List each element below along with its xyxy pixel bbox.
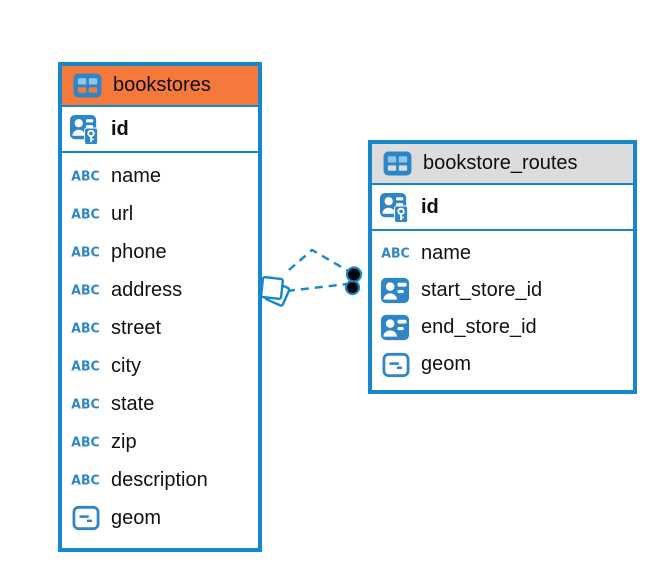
field-label: phone: [111, 240, 167, 263]
field-label: geom: [421, 353, 472, 375]
field-row[interactable]: ABC street: [62, 309, 258, 347]
primary-key-row[interactable]: id: [62, 107, 258, 153]
relationship-line-upper[interactable]: [288, 248, 351, 274]
field-label: zip: [111, 430, 137, 453]
table-header[interactable]: bookstores: [62, 66, 258, 107]
primary-key-row[interactable]: id: [372, 185, 633, 231]
field-rows: ABC name ABC url ABC phone ABC address A…: [62, 153, 258, 541]
field-row[interactable]: ABC city: [62, 347, 258, 385]
primary-key-icon: [69, 113, 102, 146]
foreign-key-icon: [379, 313, 412, 342]
field-row[interactable]: geom: [372, 346, 633, 383]
text-type-icon: ABC: [71, 205, 100, 222]
field-row[interactable]: ABC address: [62, 271, 258, 309]
field-label: city: [111, 354, 141, 377]
foreign-key-icon: [379, 276, 412, 305]
field-row[interactable]: geom: [62, 499, 258, 537]
text-type-icon: ABC: [71, 281, 100, 298]
field-row[interactable]: ABC phone: [62, 233, 258, 271]
text-type-icon: ABC: [71, 433, 100, 450]
field-row[interactable]: ABC name: [372, 235, 633, 272]
field-label: description: [111, 468, 208, 491]
relationship-line-lower[interactable]: [286, 282, 348, 293]
geometry-type-icon: [379, 352, 412, 378]
field-label: end_store_id: [421, 316, 537, 338]
relationship-dots-marker[interactable]: [344, 266, 363, 296]
field-label: url: [111, 202, 134, 225]
geometry-type-icon: [69, 505, 102, 531]
field-label: start_store_id: [421, 279, 543, 301]
field-row[interactable]: ABC name: [62, 157, 258, 195]
primary-key-icon: [379, 191, 412, 224]
table-title: bookstore_routes: [423, 152, 578, 174]
table-header[interactable]: bookstore_routes: [372, 144, 633, 185]
text-type-icon: ABC: [71, 319, 100, 336]
field-label: address: [111, 278, 183, 301]
field-row[interactable]: ABC url: [62, 195, 258, 233]
entity-table-bookstore-routes[interactable]: bookstore_routes id ABC name: [368, 140, 637, 394]
entity-table-bookstores[interactable]: bookstores id ABC name ABC url ABC phone…: [58, 62, 262, 552]
field-label: state: [111, 392, 155, 415]
field-label: name: [421, 242, 472, 264]
field-label: geom: [111, 506, 162, 529]
text-type-icon: ABC: [381, 244, 410, 261]
text-type-icon: ABC: [71, 395, 100, 412]
table-icon: [71, 73, 104, 98]
table-title: bookstores: [113, 74, 211, 96]
field-row[interactable]: ABC state: [62, 385, 258, 423]
relationship-squares-marker[interactable]: [260, 276, 291, 307]
field-row[interactable]: ABC description: [62, 461, 258, 499]
field-label: street: [111, 316, 162, 339]
text-type-icon: ABC: [71, 243, 100, 260]
text-type-icon: ABC: [71, 357, 100, 374]
text-type-icon: ABC: [71, 167, 100, 184]
text-type-icon: ABC: [71, 471, 100, 488]
field-label: name: [111, 164, 162, 187]
field-row[interactable]: end_store_id: [372, 309, 633, 346]
field-row[interactable]: ABC zip: [62, 423, 258, 461]
primary-key-label: id: [111, 117, 129, 140]
field-rows: ABC name start_store_id end_store_id g: [372, 231, 633, 387]
table-icon: [381, 151, 414, 176]
field-row[interactable]: start_store_id: [372, 272, 633, 309]
primary-key-label: id: [421, 195, 439, 218]
